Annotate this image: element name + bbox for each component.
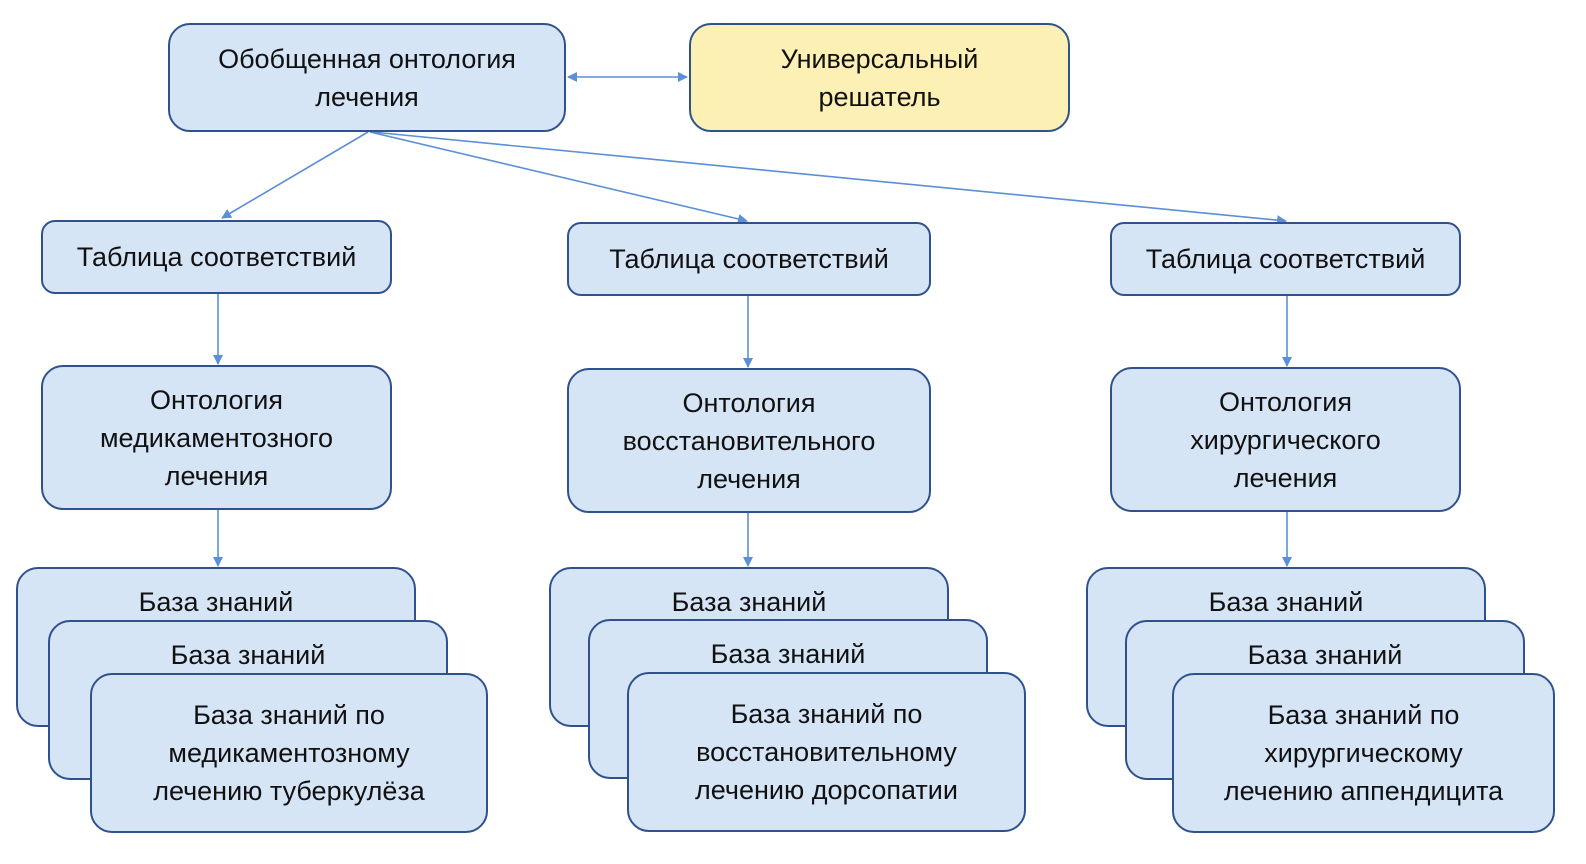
ontology-line-2: медикаментозного xyxy=(99,422,334,453)
knowledge-base-front-1: База знаний по медикаментозному лечению … xyxy=(90,673,488,833)
ontology-line-2: хирургического xyxy=(1190,424,1381,455)
mapping-table-node-3: Таблица соответствий xyxy=(1110,222,1461,296)
ontology-line-3: лечения xyxy=(1233,462,1338,493)
kb-front-line-1: База знаний по xyxy=(1267,700,1460,730)
root-ontology-line-1: Обобщенная онтология xyxy=(218,43,516,74)
mapping-table-label: Таблица соответствий xyxy=(76,242,357,272)
knowledge-base-front-2: База знаний по восстановительному лечени… xyxy=(627,672,1026,832)
kb-front-line-3: лечению дорсопатии xyxy=(695,775,958,805)
knowledge-base-front-3: База знаний по хирургическому лечению ап… xyxy=(1172,673,1555,833)
ontology-line-2: восстановительного xyxy=(622,425,876,456)
universal-solver-node: Универсальный решатель xyxy=(689,23,1070,132)
kb-front-line-2: восстановительному xyxy=(696,737,957,767)
kb-middle-label: База знаний xyxy=(710,639,866,669)
kb-back-label: База знаний xyxy=(138,587,294,617)
kb-front-line-2: медикаментозному xyxy=(168,738,410,768)
kb-back-label: База знаний xyxy=(671,587,827,617)
kb-front-line-2: хирургическому xyxy=(1264,738,1463,768)
ontology-line-3: лечения xyxy=(697,463,801,494)
ontology-node-3: Онтология хирургического лечения xyxy=(1110,367,1461,512)
mapping-table-node-1: Таблица соответствий xyxy=(41,220,392,294)
edge-root-table-3 xyxy=(371,131,1287,226)
edge-root-table-1 xyxy=(221,131,369,219)
edge-root-table-2 xyxy=(369,131,748,224)
ontology-line-1: Онтология xyxy=(149,384,284,415)
kb-front-line-1: База знаний по xyxy=(730,699,923,729)
kb-back-label: База знаний xyxy=(1208,587,1364,617)
root-ontology-line-2: лечения xyxy=(315,81,419,112)
ontology-node-1: Онтология медикаментозного лечения xyxy=(41,365,392,510)
mapping-table-label: Таблица соответствий xyxy=(1145,244,1426,274)
kb-middle-label: База знаний xyxy=(1247,640,1403,670)
solver-line-1: Универсальный xyxy=(780,43,979,74)
root-ontology-node: Обобщенная онтология лечения xyxy=(168,23,566,132)
kb-front-line-1: База знаний по xyxy=(193,700,385,730)
kb-front-line-3: лечению туберкулёза xyxy=(153,776,425,806)
mapping-table-label: Таблица соответствий xyxy=(609,244,889,274)
ontology-node-2: Онтология восстановительного лечения xyxy=(567,368,931,513)
kb-middle-label: База знаний xyxy=(170,640,326,670)
solver-line-2: решатель xyxy=(818,81,941,112)
mapping-table-node-2: Таблица соответствий xyxy=(567,222,931,296)
ontology-line-1: Онтология xyxy=(1218,386,1353,417)
ontology-line-1: Онтология xyxy=(682,387,816,418)
ontology-line-3: лечения xyxy=(164,460,269,491)
kb-front-line-3: лечению аппендицита xyxy=(1223,776,1504,806)
